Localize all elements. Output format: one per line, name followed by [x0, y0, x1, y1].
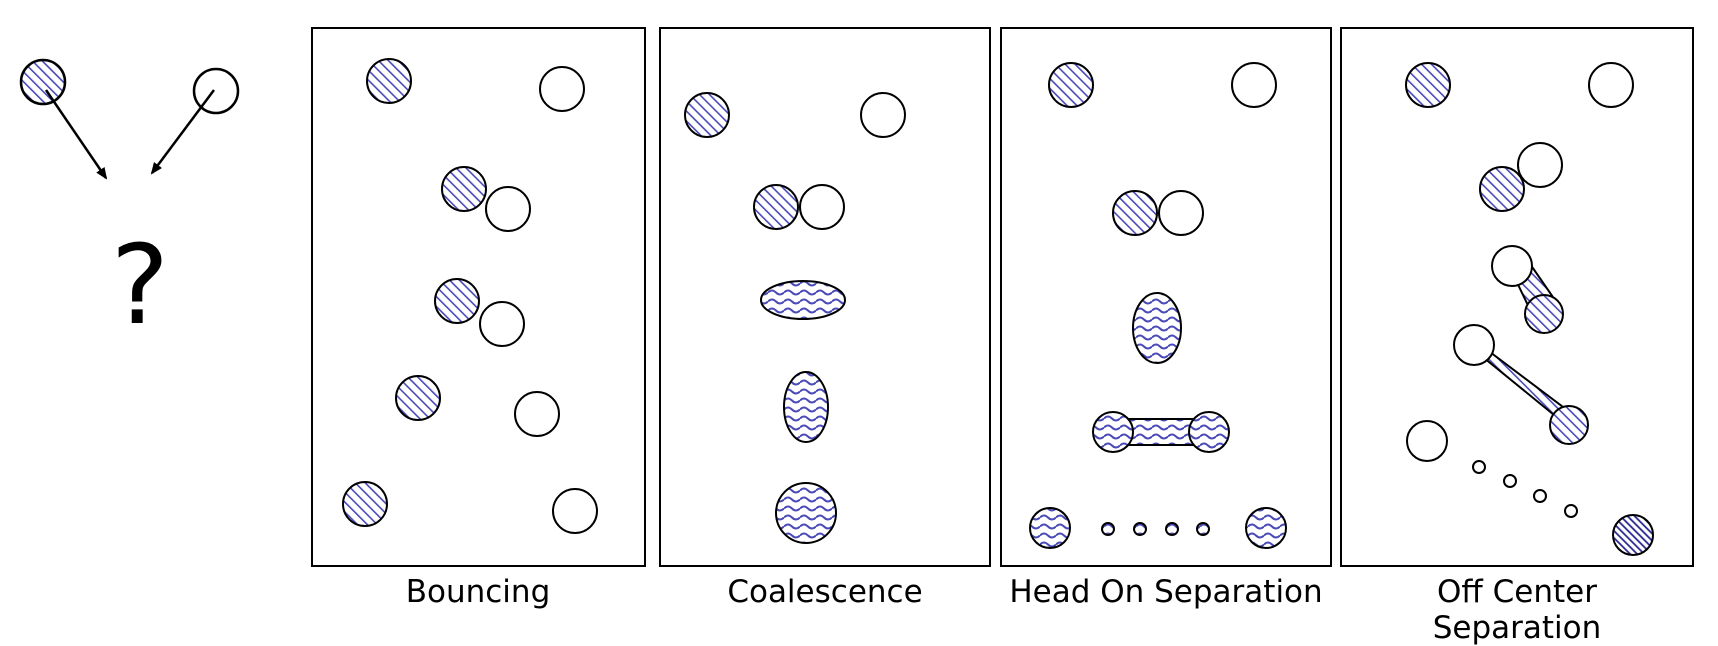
- caption-off-center-separation: Off Center Separation: [1432, 574, 1602, 646]
- merged-droplet-flat: [760, 280, 846, 320]
- hatched-droplet: [1112, 190, 1158, 236]
- merged-droplet-tall: [783, 371, 829, 443]
- end-droplet-left: [1092, 411, 1134, 453]
- panel-coalescence: [659, 27, 991, 567]
- hatched-droplet: [342, 481, 388, 527]
- plain-droplet: [539, 66, 585, 112]
- panel-bouncing: [311, 27, 646, 567]
- caption-bouncing: Bouncing: [405, 574, 551, 610]
- end-droplet-right: [1188, 411, 1230, 453]
- plain-droplet: [1231, 62, 1277, 108]
- plain-droplet: [479, 301, 525, 347]
- plain-droplet: [485, 186, 531, 232]
- satellite-droplet: [1564, 504, 1578, 518]
- intro-group: [19, 58, 240, 180]
- satellite-droplet: [1133, 522, 1147, 536]
- panel-frame: [311, 27, 646, 567]
- plain-droplet: [1517, 142, 1563, 188]
- separated-droplet-right: [1245, 507, 1287, 549]
- separated-droplet-left: [1029, 507, 1071, 549]
- hatched-droplet: [434, 278, 480, 324]
- dense-hatched-droplet: [1612, 514, 1654, 556]
- hatched-droplet: [1405, 62, 1451, 108]
- panel-head-on-separation: [1000, 27, 1332, 567]
- satellite-droplet: [1503, 474, 1517, 488]
- plain-droplet: [1406, 420, 1448, 462]
- arrow-left: [44, 89, 108, 180]
- plain-droplet: [1491, 245, 1533, 287]
- hatched-droplet: [395, 375, 441, 421]
- caption-head-on-separation: Head On Separation: [1009, 574, 1323, 610]
- panel-off-center-separation: [1340, 27, 1694, 567]
- plain-droplet: [799, 184, 845, 230]
- satellite-droplet: [1472, 460, 1486, 474]
- hatched-droplet: [1048, 62, 1094, 108]
- satellite-droplet: [1101, 522, 1115, 536]
- arrow-right: [150, 89, 216, 175]
- satellite-droplet: [1196, 522, 1210, 536]
- panel-frame: [659, 27, 991, 567]
- hatched-droplet: [1549, 405, 1589, 445]
- panel-frame: [1340, 27, 1694, 567]
- plain-droplet: [1453, 324, 1495, 366]
- merged-droplet-round: [775, 482, 837, 544]
- plain-droplet: [1158, 190, 1204, 236]
- merged-droplet: [1132, 292, 1182, 364]
- plain-droplet: [552, 488, 598, 534]
- hatched-droplet: [684, 92, 730, 138]
- hatched-droplet: [19, 58, 67, 106]
- plain-droplet: [514, 391, 560, 437]
- hatched-droplet: [753, 184, 799, 230]
- caption-coalescence: Coalescence: [727, 574, 923, 610]
- hatched-droplet: [366, 58, 412, 104]
- plain-droplet: [860, 92, 906, 138]
- satellite-droplet: [1165, 522, 1179, 536]
- panel-frame: [1000, 27, 1332, 567]
- hatched-droplet: [1524, 294, 1564, 334]
- plain-droplet: [1588, 62, 1634, 108]
- satellite-droplet: [1533, 489, 1547, 503]
- question-mark: ?: [110, 221, 170, 349]
- hatched-droplet: [1479, 166, 1525, 212]
- hatched-droplet: [441, 166, 487, 212]
